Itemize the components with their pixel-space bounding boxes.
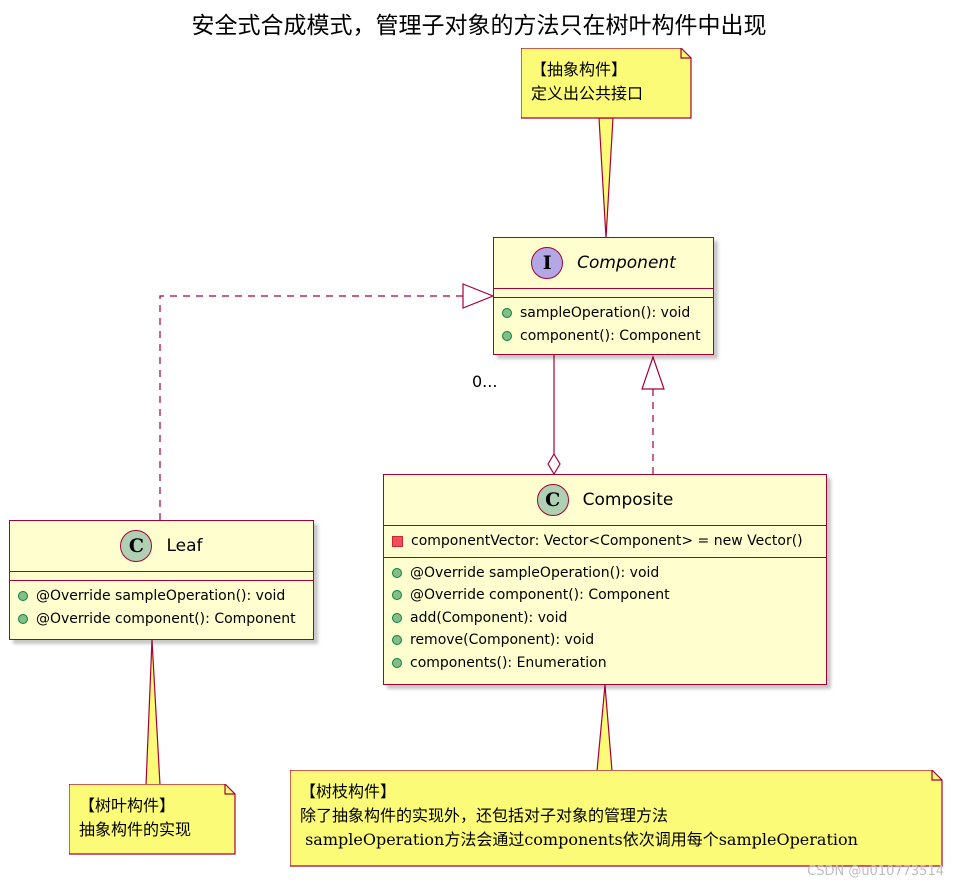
method-row: sampleOperation(): void xyxy=(494,302,713,325)
note-line: 抽象构件的实现 xyxy=(79,820,192,839)
public-method-icon xyxy=(392,612,402,623)
note-line: 【树叶构件】 xyxy=(79,796,176,815)
method-row: component(): Component xyxy=(494,325,713,348)
note-line: 除了抽象构件的实现外，还包括对子对象的管理方法 xyxy=(300,806,669,825)
method-row: @Override component(): Component xyxy=(384,584,826,607)
method-row: @Override sampleOperation(): void xyxy=(10,585,313,608)
composite-note-stem xyxy=(596,684,613,772)
component-name: Component xyxy=(577,253,676,273)
leaf-note-stem xyxy=(145,639,161,786)
leaf-class-box: C Leaf @Override sampleOperation(): void… xyxy=(9,520,314,640)
method-row: @Override component(): Component xyxy=(10,608,313,631)
private-field-icon xyxy=(392,535,403,547)
watermark: CSDN @u010773514 xyxy=(807,864,944,879)
composite-class-box: C Composite componentVector: Vector<Comp… xyxy=(383,474,827,685)
component-note: 【抽象构件】 定义出公共接口 xyxy=(521,48,693,120)
note-line: 定义出公共接口 xyxy=(531,84,644,103)
method-row: @Override sampleOperation(): void xyxy=(384,562,826,585)
composite-name: Composite xyxy=(582,490,674,510)
aggregation-diamond xyxy=(547,452,561,476)
note-line: sampleOperation方法会通过components依次调用每个samp… xyxy=(300,830,858,849)
field-row: componentVector: Vector<Component> = new… xyxy=(384,530,826,553)
leaf-note: 【树叶构件】 抽象构件的实现 xyxy=(69,784,237,856)
leaf-realization-arrowhead xyxy=(462,283,495,309)
note-line: 【抽象构件】 xyxy=(531,60,628,79)
composite-realization-arrowhead xyxy=(641,355,665,390)
diagram-title: 安全式合成模式，管理子对象的方法只在树叶构件中出现 xyxy=(191,13,767,39)
component-note-stem xyxy=(598,117,614,239)
method-row: add(Component): void xyxy=(384,607,826,630)
public-method-icon xyxy=(18,613,28,624)
class-badge: C xyxy=(536,484,569,516)
multiplicity-label: 0... xyxy=(472,372,498,391)
interface-badge: I xyxy=(531,247,564,279)
method-row: remove(Component): void xyxy=(384,629,826,652)
public-method-icon xyxy=(392,590,402,601)
public-method-icon xyxy=(502,308,512,319)
public-method-icon xyxy=(502,330,512,341)
public-method-icon xyxy=(392,657,402,668)
public-method-icon xyxy=(18,591,28,602)
public-method-icon xyxy=(392,635,402,646)
public-method-icon xyxy=(392,567,402,578)
composite-note: 【树枝构件】 除了抽象构件的实现外，还包括对子对象的管理方法 sampleOpe… xyxy=(290,770,944,868)
component-interface-box: I Component sampleOperation(): void comp… xyxy=(493,237,714,355)
class-badge: C xyxy=(120,530,153,562)
method-row: components(): Enumeration xyxy=(384,652,826,675)
leaf-realization-line xyxy=(159,295,463,520)
leaf-name: Leaf xyxy=(166,536,203,556)
note-line: 【树枝构件】 xyxy=(300,782,397,801)
